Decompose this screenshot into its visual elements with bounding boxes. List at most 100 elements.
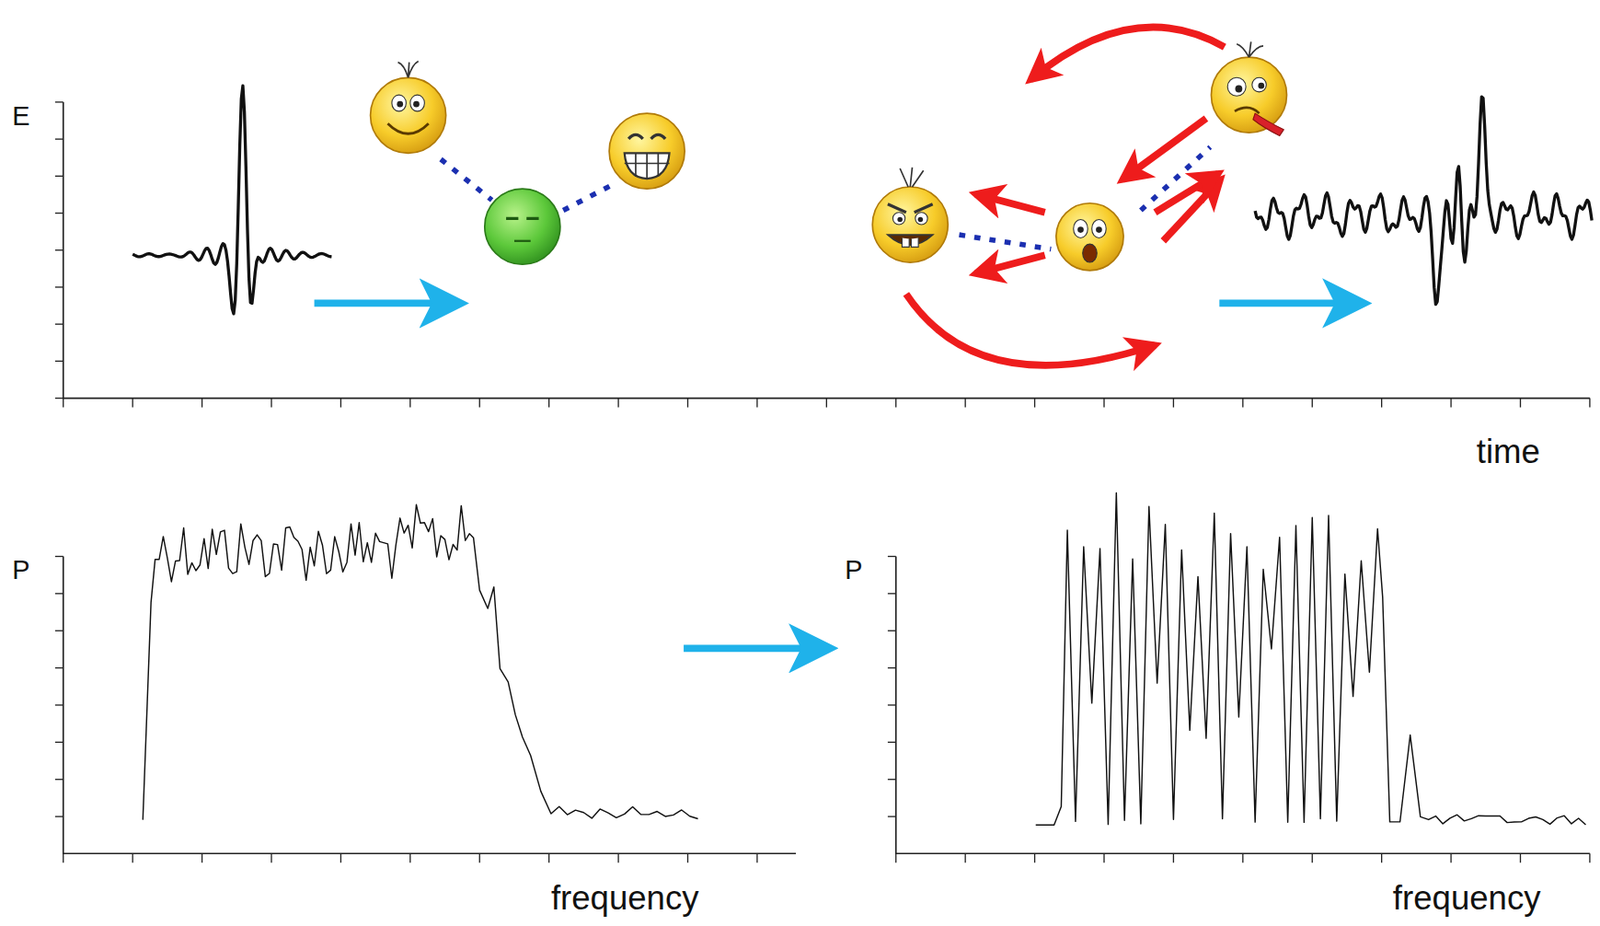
- molecule-face: [887, 204, 933, 213]
- axis-tick: [617, 852, 619, 863]
- axis-tick: [887, 778, 897, 780]
- axis-tick: [55, 138, 64, 139]
- molecule-face: [872, 186, 948, 263]
- axis-label: E: [11, 102, 30, 132]
- molecule-face: [899, 167, 924, 187]
- axis: [896, 555, 1590, 853]
- axis-tick: [1450, 852, 1451, 863]
- axis-tick: [270, 398, 272, 408]
- axis-tick: [132, 398, 134, 408]
- molecule-face: [1056, 203, 1124, 271]
- axis-tick: [479, 852, 481, 863]
- exchange-arrow: [975, 254, 1045, 274]
- dotted-bond: [959, 234, 1052, 250]
- molecule-face: [396, 101, 403, 108]
- axis-tick: [55, 815, 64, 817]
- exchange-arrow: [1030, 26, 1225, 80]
- axis-tick: [756, 398, 758, 408]
- axis-tick: [201, 852, 203, 863]
- axis-tick: [895, 852, 897, 863]
- signal-trace: [132, 85, 332, 314]
- signal-trace: [1035, 493, 1587, 826]
- axis-tick: [55, 555, 64, 557]
- axis-tick: [479, 398, 481, 408]
- axis-tick: [1450, 398, 1451, 408]
- axis: [63, 102, 1590, 399]
- axis-tick: [887, 703, 897, 705]
- dotted-bond: [440, 159, 492, 200]
- molecule-face: [391, 94, 407, 112]
- axis-tick: [887, 555, 897, 557]
- axis-tick: [1242, 398, 1244, 408]
- exchange-arrow: [975, 194, 1045, 213]
- molecule-face: [628, 134, 666, 139]
- axis-label: frequency: [551, 879, 700, 917]
- flow-arrow: [314, 302, 1363, 648]
- molecule-face: [1227, 77, 1246, 96]
- axis-tick: [1312, 852, 1313, 863]
- signal-trace: [132, 85, 1592, 825]
- molecule-face: [918, 217, 924, 223]
- axis-tick: [55, 592, 64, 594]
- molecule-face: [1257, 82, 1265, 90]
- axis: [63, 555, 796, 853]
- axis-tick: [617, 398, 619, 408]
- axis-tick: [270, 852, 272, 863]
- axis-tick: [826, 398, 828, 408]
- axis-tick: [132, 852, 134, 863]
- axis-tick: [895, 398, 897, 408]
- axis-tick: [1173, 852, 1175, 863]
- axis-tick: [1381, 398, 1382, 408]
- axis-tick: [887, 630, 897, 632]
- axis-tick: [965, 852, 967, 863]
- molecule-face: [1095, 226, 1103, 233]
- axis-tick: [1103, 852, 1105, 863]
- axis-tick: [1312, 398, 1313, 408]
- exchange-arrow: [906, 293, 1156, 365]
- axis-tick: [887, 667, 897, 668]
- molecule-face: [370, 61, 447, 154]
- flow-arrow: [314, 299, 460, 308]
- molecule-face: [892, 212, 905, 225]
- molecule-face: [887, 234, 933, 245]
- dotted-bond: [563, 184, 614, 211]
- axis-label: P: [11, 555, 30, 586]
- molecule-face: [514, 240, 531, 242]
- axis-tick: [548, 398, 550, 408]
- molecule-face: [1082, 243, 1098, 263]
- axis-tick: [1519, 398, 1521, 408]
- axis-tick: [687, 852, 689, 863]
- flow-arrow: [683, 644, 829, 652]
- axis-tick: [887, 741, 897, 743]
- axis-tick: [409, 398, 411, 408]
- molecule-face: [897, 217, 903, 223]
- axis-tick: [1173, 398, 1175, 408]
- molecule-face: [1210, 41, 1287, 136]
- molecule-face: [370, 41, 1288, 270]
- molecule-face: [609, 113, 685, 189]
- axis-tick: [756, 852, 758, 863]
- axis-tick: [887, 815, 897, 817]
- molecule-face: [387, 123, 428, 134]
- molecule-face: [484, 188, 561, 265]
- axis-tick: [201, 398, 203, 408]
- molecule-face: [872, 167, 948, 263]
- molecule-face: [609, 113, 685, 189]
- axis-tick: [1103, 398, 1105, 408]
- axis-tick: [55, 175, 64, 177]
- axis-tick: [340, 398, 342, 408]
- axis-tick: [55, 249, 64, 251]
- axis-tick: [887, 592, 897, 594]
- molecule-face: [1252, 77, 1267, 93]
- axis-label: P: [844, 555, 863, 586]
- molecule-face: [624, 152, 670, 179]
- axis-label: frequency: [1392, 879, 1542, 917]
- axis-tick: [1588, 852, 1590, 863]
- molecule-face: [398, 61, 419, 79]
- axis-tick: [55, 212, 64, 214]
- axis-tick: [55, 101, 64, 103]
- molecule-face: [915, 212, 928, 225]
- axis-tick: [687, 398, 689, 408]
- axis-tick: [55, 102, 1590, 863]
